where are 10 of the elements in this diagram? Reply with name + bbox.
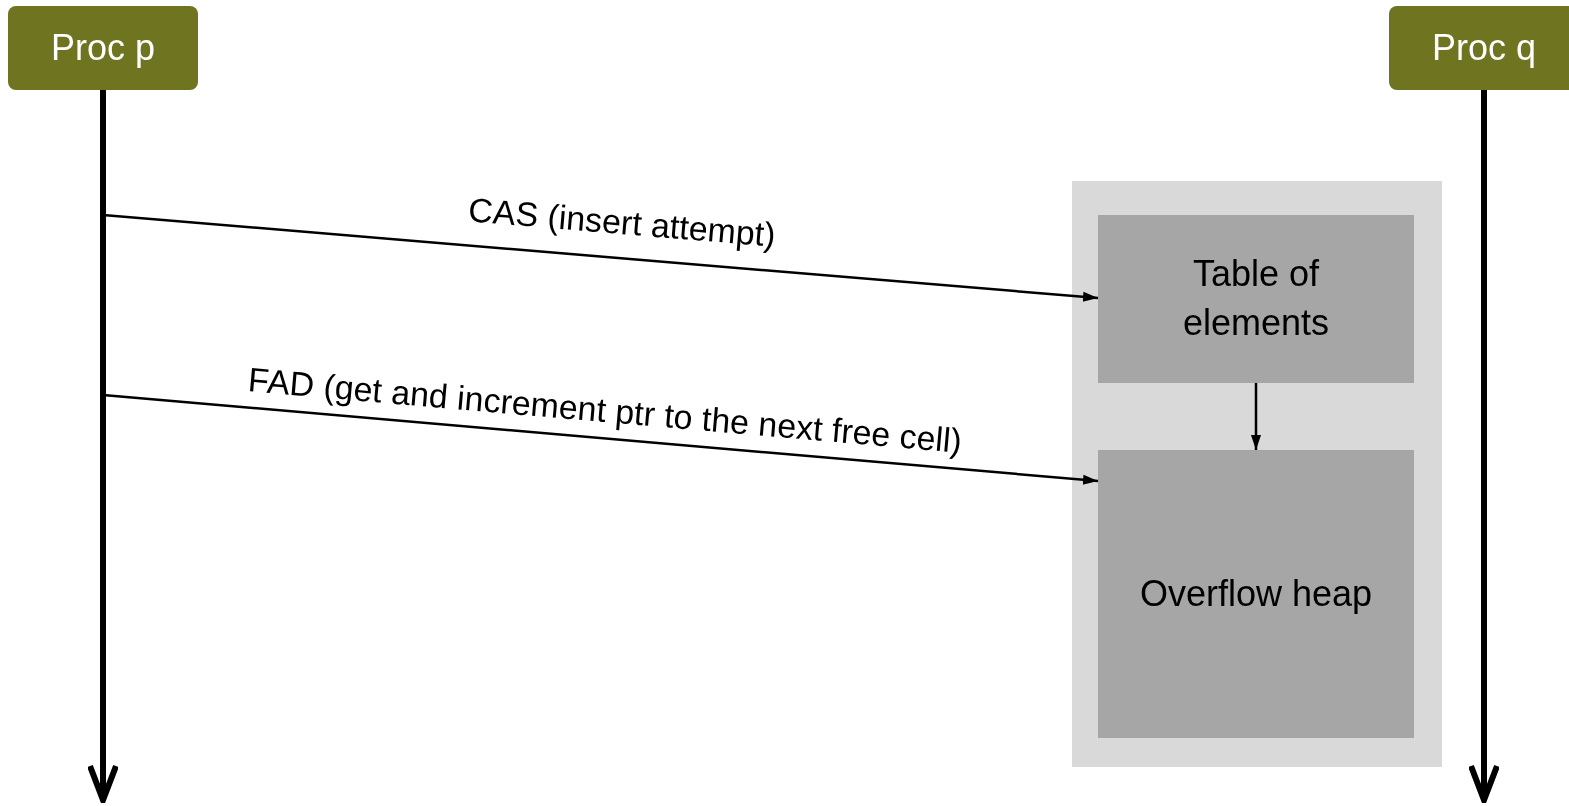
edge-label: FAD (get and increment ptr to the next free cell) <box>246 359 964 461</box>
lifeline-arrow <box>1468 90 1500 803</box>
memory-region-panel <box>1072 181 1442 767</box>
lifeline-arrow <box>87 90 119 803</box>
process-header-box: Proc p <box>8 6 198 90</box>
heap-box: Overflow heap <box>1098 450 1414 738</box>
edge-label: CAS (insert attempt) <box>466 189 778 255</box>
table-box: Table of elements <box>1098 215 1414 383</box>
arrow <box>1251 383 1261 450</box>
process-header-box: Proc q <box>1389 6 1569 90</box>
